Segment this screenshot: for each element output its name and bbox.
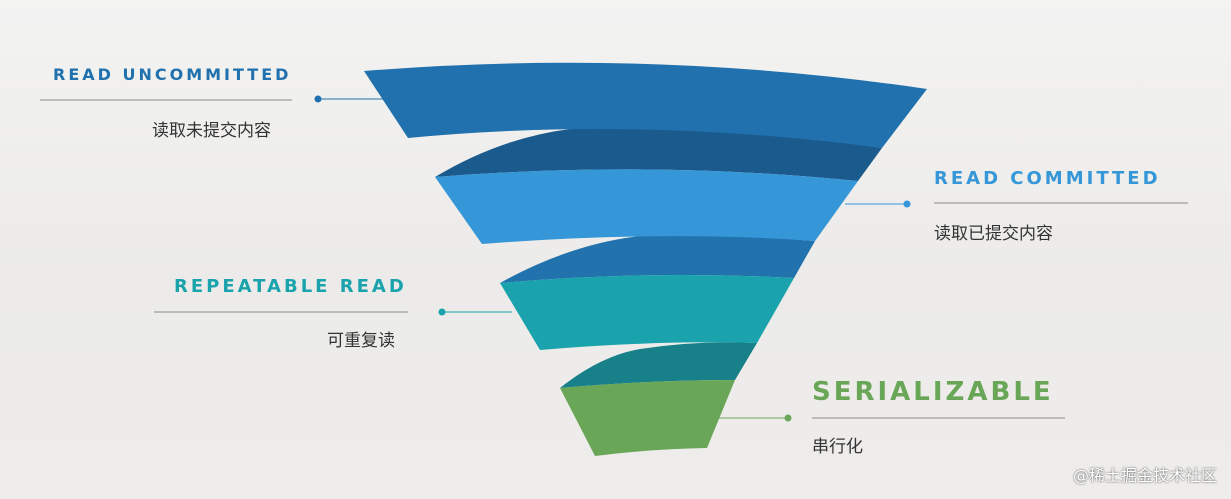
level-3-twist: [560, 342, 757, 388]
level-2-label: READ COMMITTED: [934, 168, 1161, 189]
level-2-description: 读取已提交内容: [934, 224, 1053, 244]
level-3-band: [500, 274, 794, 350]
level-1-label: READ UNCOMMITTED: [53, 65, 292, 84]
level-2-dot: [903, 200, 911, 208]
level-3-dot: [438, 308, 446, 316]
level-4-label: SERIALIZABLE: [812, 377, 1054, 407]
watermark: @稀土掘金技术社区: [1072, 466, 1217, 485]
level-3-description: 可重复读: [327, 331, 395, 351]
level-1-description: 读取未提交内容: [152, 121, 271, 141]
level-3-label: REPEATABLE READ: [174, 276, 407, 297]
level-1-twist: [435, 128, 882, 181]
level-4-description: 串行化: [812, 437, 863, 457]
level-4-dot: [784, 414, 792, 422]
level-1-band: [364, 62, 927, 148]
level-1-dot: [314, 95, 322, 103]
level-2-twist: [500, 235, 815, 283]
level-2-band: [435, 169, 858, 244]
level-4-band: [560, 380, 735, 456]
